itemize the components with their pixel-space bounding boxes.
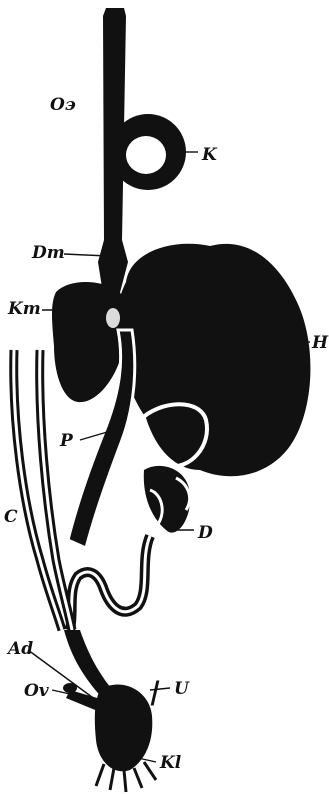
label-h: H	[311, 333, 329, 353]
gizzard-highlight	[106, 308, 120, 328]
label-u: U	[174, 679, 190, 699]
label-dm: Dm	[31, 243, 65, 263]
label-oe: Oэ	[50, 95, 76, 115]
label-ad: Ad	[6, 639, 33, 659]
crop-k	[110, 114, 186, 190]
label-kl: Kl	[159, 753, 182, 773]
label-d: D	[197, 523, 213, 543]
label-p: P	[59, 431, 74, 451]
label-k: K	[201, 145, 218, 165]
label-km: Km	[7, 299, 41, 319]
label-c: C	[4, 507, 18, 527]
label-ov: Ov	[24, 681, 50, 701]
